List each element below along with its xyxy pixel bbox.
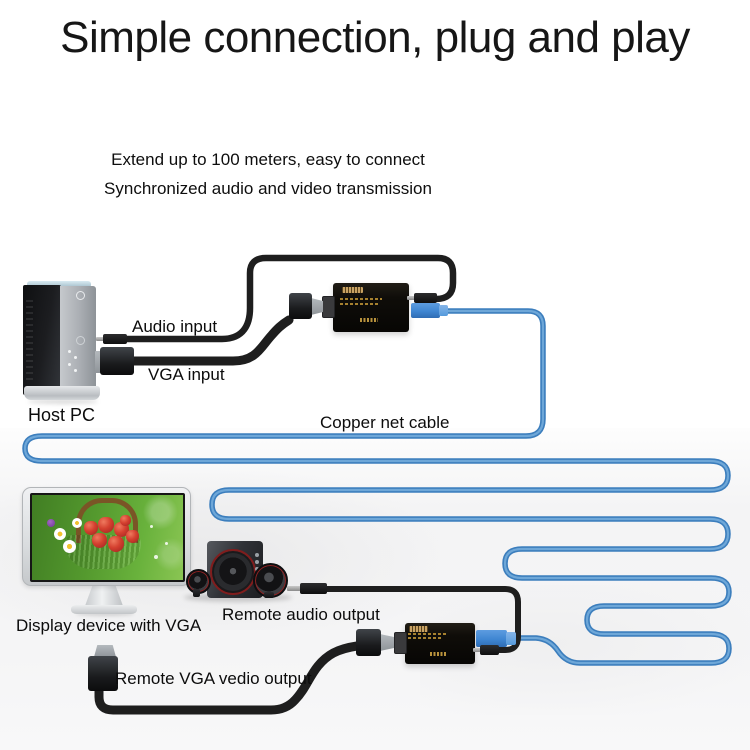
strawberry [120, 515, 131, 526]
label-vga-input: VGA input [148, 365, 225, 384]
transmitter-vga-plug-body [289, 293, 312, 319]
pc-audio-jack-body [103, 334, 127, 344]
transmitter-label-strip [342, 287, 363, 293]
vga-input-cable-path [127, 315, 294, 366]
pc-power-button [76, 291, 85, 300]
receiver-rj45-plug [476, 630, 507, 647]
pc-vga-plug-body [100, 347, 134, 375]
receiver-vga-port [394, 632, 407, 654]
remote-vga-cable-path [94, 641, 362, 715]
grass-speck [165, 542, 168, 545]
subwoofer-driver [210, 549, 256, 595]
label-remote-vga-output: Remote VGA vedio output [115, 669, 312, 688]
pc-base-stand [24, 386, 100, 400]
receiver-audio-jack-body [480, 645, 499, 655]
strawberry [84, 521, 98, 535]
speaker-audio-jack-tip [287, 586, 301, 591]
monitor-stand-neck [85, 583, 123, 606]
receiver-gold-text-line [408, 633, 446, 635]
display-device-image [22, 487, 191, 586]
label-remote-audio-output: Remote audio output [222, 605, 380, 624]
copper-net-cable-highlight [23, 309, 731, 665]
page-title: Simple connection, plug and play [60, 13, 690, 62]
daisy-flower [63, 540, 76, 553]
transmitter-gold-text-line [340, 303, 378, 305]
transmitter-rj45-boot [439, 305, 448, 316]
grass-speck [150, 525, 153, 528]
pc-led-dot [74, 369, 77, 372]
receiver-rj45-boot [506, 632, 516, 645]
label-host-pc: Host PC [28, 405, 96, 425]
pc-vent-lines [26, 300, 33, 380]
satellite-foot-left [193, 589, 200, 597]
transmitter-audio-jack-tip [407, 296, 415, 300]
label-copper-net-cable: Copper net cable [320, 413, 450, 432]
purple-flower [47, 519, 55, 527]
label-display-device: Display device with VGA [16, 616, 202, 635]
transmitter-vga-plug-metal [311, 298, 323, 315]
receiver-brand-logo [430, 652, 446, 656]
display-vga-plug-metal [94, 645, 116, 657]
remote-audio-cable-path [323, 586, 521, 653]
receiver-gold-text-line [408, 637, 442, 639]
pc-shadow [28, 399, 98, 404]
monitor-stand-base [71, 605, 137, 614]
strawberry [108, 536, 124, 552]
satellite-foot-right [264, 592, 274, 598]
pc-vga-plug-metal [95, 351, 101, 373]
subtitle-block: Extend up to 100 meters, easy to connect… [38, 145, 498, 203]
speaker-subwoofer [207, 541, 263, 598]
satellite-speaker-left [186, 569, 211, 594]
pc-top-accent [27, 281, 91, 288]
audio-input-cable-path [122, 254, 457, 343]
pc-front-panel [23, 285, 61, 395]
speaker-audio-jack-body [300, 583, 327, 594]
subtitle-line-2: Synchronized audio and video transmissio… [104, 179, 432, 198]
receiver-vga-plug-body [356, 629, 381, 656]
receiver-audio-jack-tip [473, 648, 481, 652]
subtitle-line-1: Extend up to 100 meters, easy to connect [111, 150, 425, 169]
strawberry [98, 517, 114, 533]
transmitter-rj45-plug [411, 303, 440, 318]
pc-led-dot [68, 350, 71, 353]
receiver-label-strip [409, 626, 428, 632]
receiver-vga-plug-metal [380, 634, 394, 651]
pc-audio-jack-tip [96, 337, 104, 341]
transmitter-vga-port [322, 296, 335, 318]
transmitter-audio-jack-body [414, 293, 437, 303]
daisy-flower [72, 518, 82, 528]
monitor-screen-photo [30, 493, 185, 582]
grass-speck [154, 555, 158, 559]
transmitter-gold-text-line [340, 298, 382, 300]
monitor-shadow [76, 612, 134, 616]
label-audio-input: Audio input [132, 317, 218, 336]
pc-led-dot [68, 363, 71, 366]
display-vga-plug-body [88, 656, 118, 691]
transmitter-brand-logo [360, 318, 378, 322]
daisy-flower [54, 528, 66, 540]
pc-led-dot [74, 356, 77, 359]
strawberry [92, 533, 107, 548]
speaker-knob [255, 553, 259, 557]
pc-logo-ring [76, 336, 85, 345]
strawberry [126, 530, 139, 543]
speaker-knob [255, 560, 259, 564]
